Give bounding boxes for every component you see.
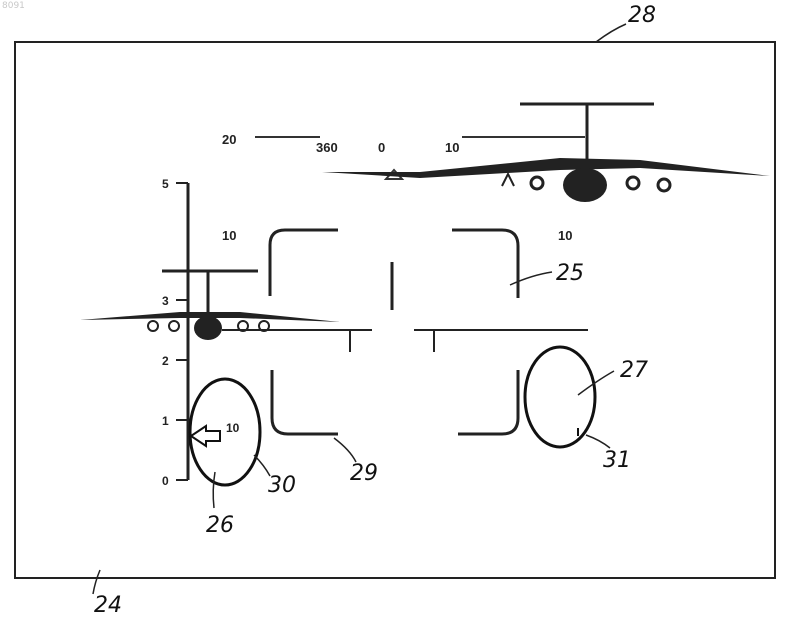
altitude-scale: 5 3 2 1 0	[162, 177, 188, 488]
aircraft-icon-large	[322, 104, 770, 202]
pitch-label-10-inner: 10	[226, 421, 240, 435]
pitch-label-10-right: 10	[558, 228, 572, 243]
leader-24	[93, 570, 100, 594]
heading-label-10: 10	[445, 140, 459, 155]
ref-25: 25	[556, 261, 584, 286]
heading-label-360: 360	[316, 140, 338, 155]
arrow-left-icon	[191, 426, 220, 446]
display-frame	[15, 42, 775, 578]
leader-31	[586, 435, 610, 448]
altitude-label-3: 3	[162, 294, 169, 308]
ref-31: 31	[603, 448, 631, 473]
pitch-ladder: 10 10	[222, 228, 588, 434]
indicator-circle-27	[525, 347, 595, 447]
leader-29	[334, 438, 356, 462]
ref-27: 27	[620, 358, 648, 383]
ref-28: 28	[628, 3, 656, 28]
ref-24: 24	[94, 593, 122, 618]
ref-29: 29	[350, 461, 378, 486]
altitude-label-2: 2	[162, 354, 169, 368]
heading-label-0: 0	[378, 140, 385, 155]
leader-25	[510, 272, 552, 285]
altitude-label-1: 1	[162, 414, 169, 428]
altitude-label-5: 5	[162, 177, 169, 191]
leader-26	[213, 472, 215, 508]
pitch-label-10-left: 10	[222, 228, 236, 243]
heading-label-20: 20	[222, 132, 236, 147]
indicator-circle-26	[190, 379, 260, 485]
ref-30: 30	[268, 473, 296, 498]
altitude-label-0: 0	[162, 474, 169, 488]
leader-28	[596, 24, 626, 42]
ref-26: 26	[206, 513, 234, 538]
